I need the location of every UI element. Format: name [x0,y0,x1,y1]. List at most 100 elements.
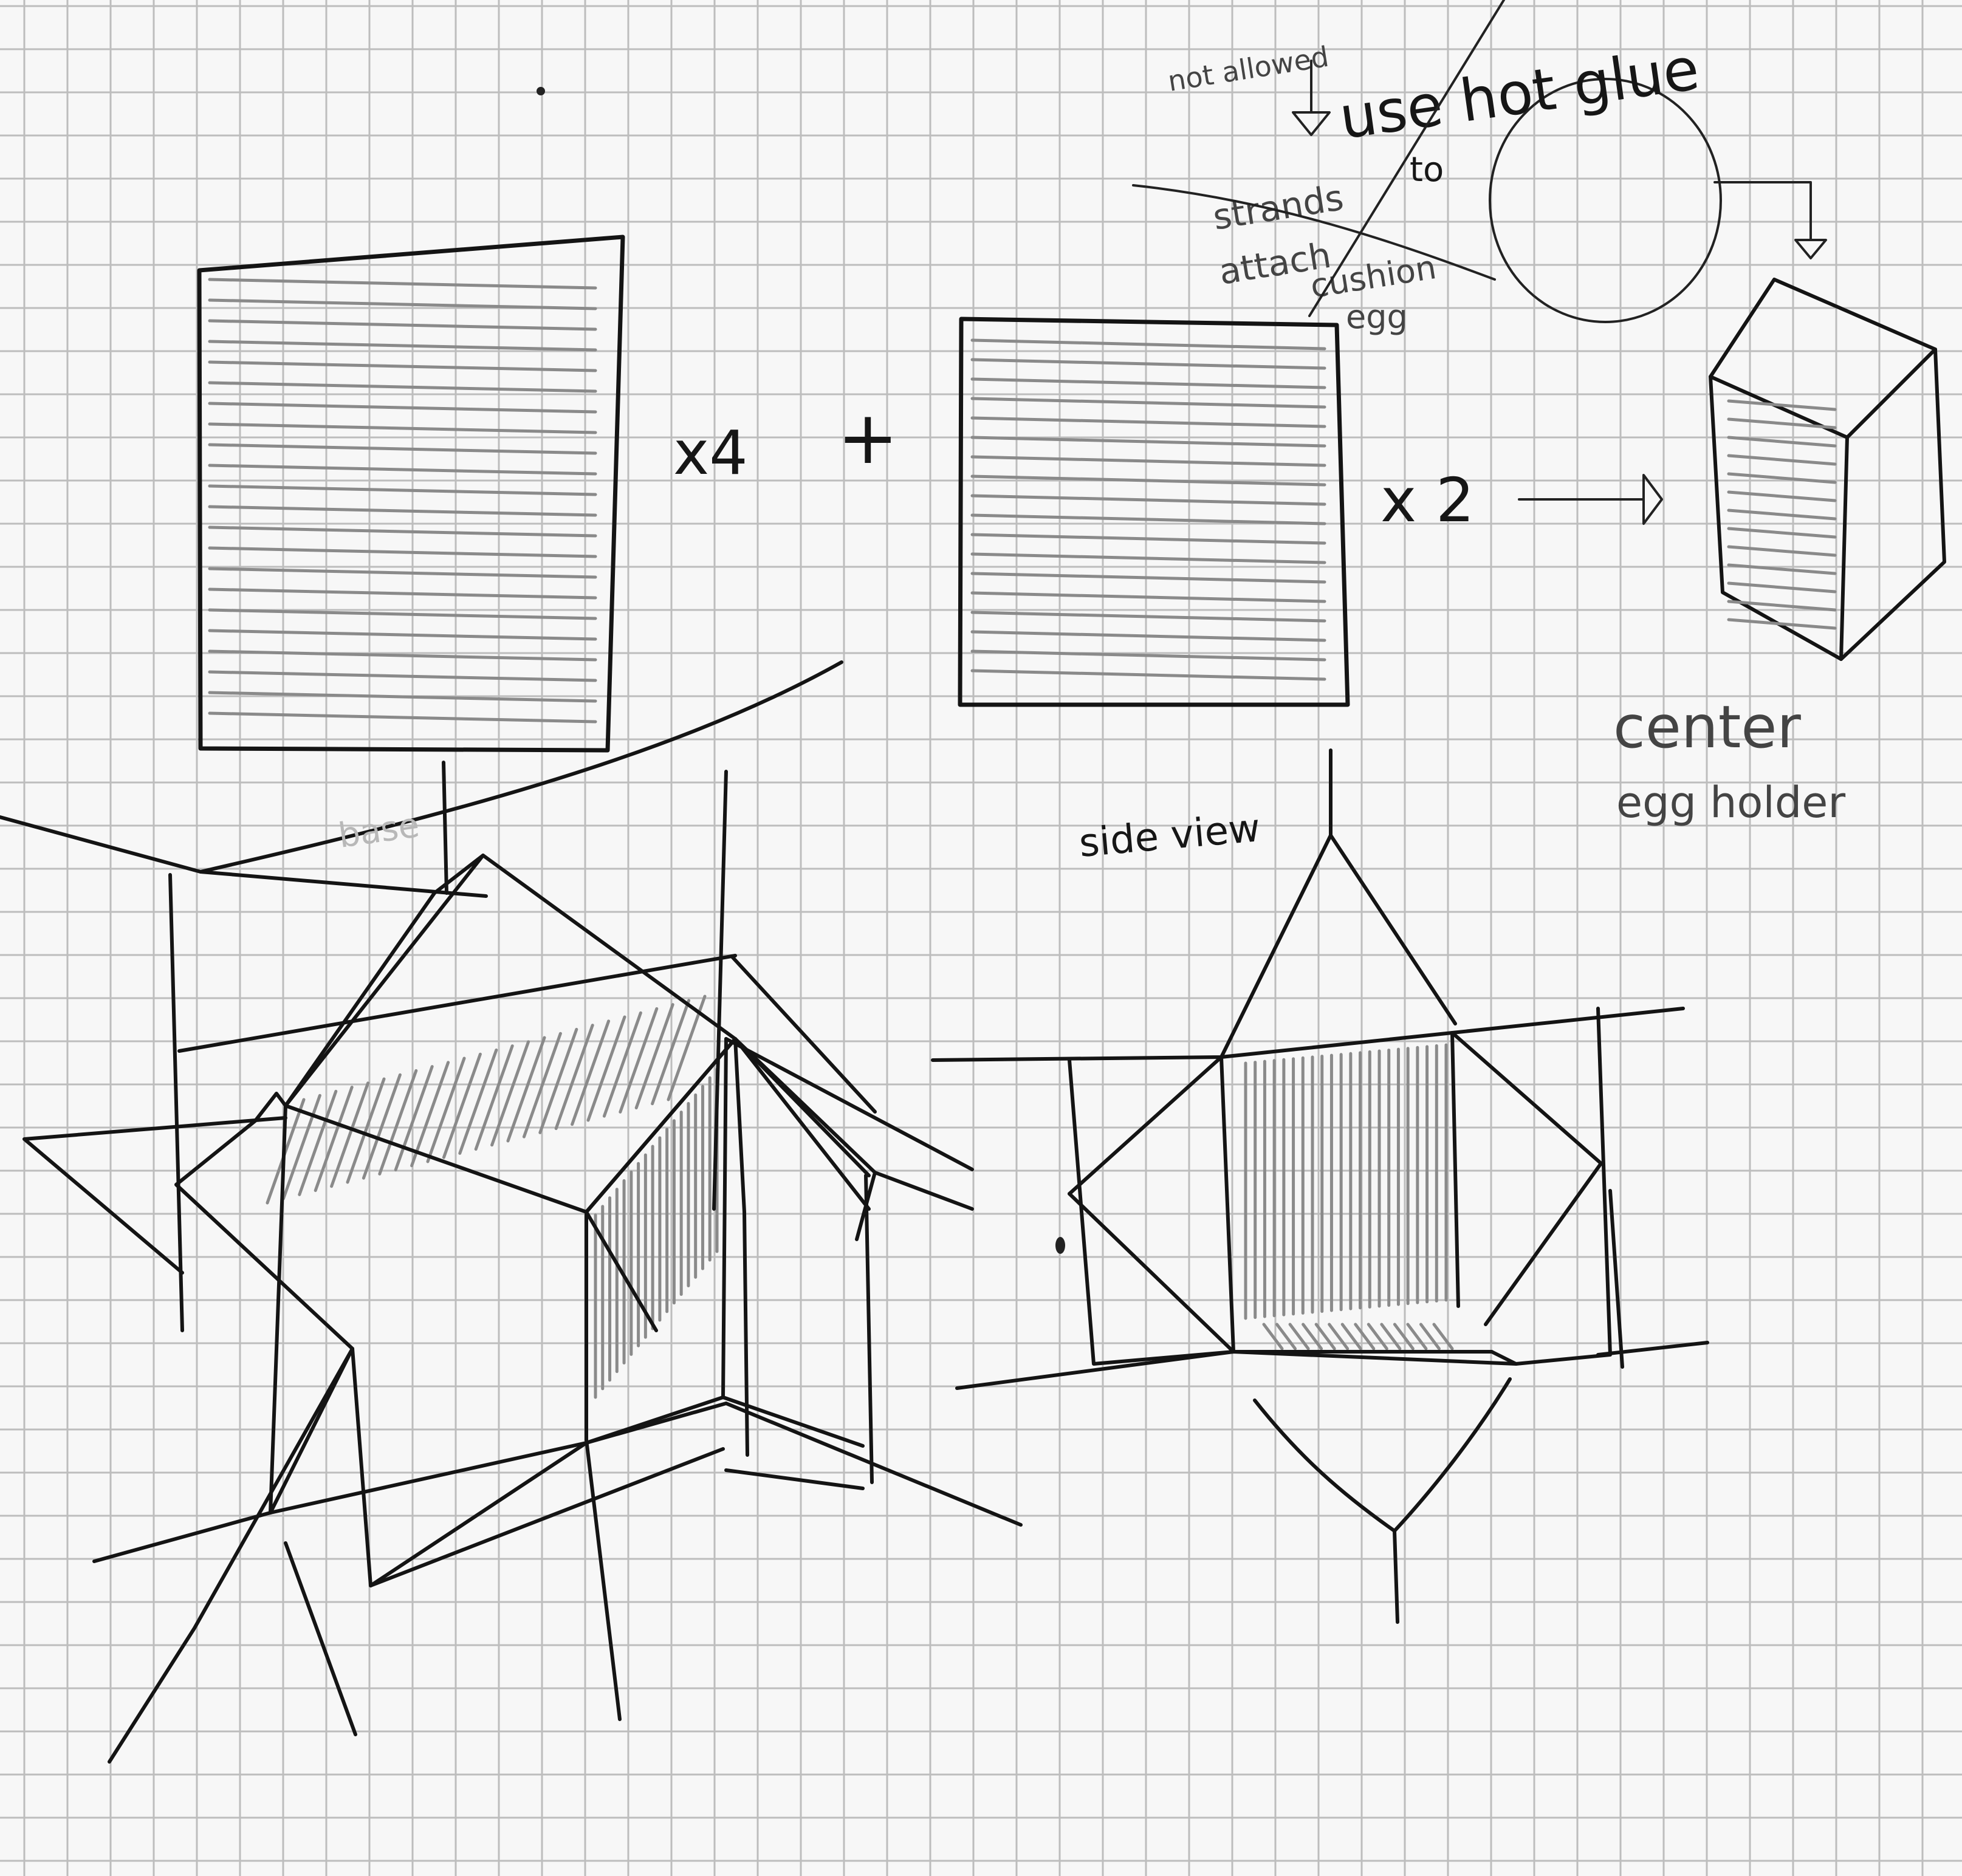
shading-stroke [634,1003,674,1110]
center-holder-shading [1727,399,1837,630]
shading-stroke [458,1048,498,1155]
shading-stroke [1727,417,1837,430]
shading-stroke [970,416,1326,428]
shading-stroke [1727,527,1837,539]
shading-stroke [330,1081,370,1188]
assembly-3d-drawing: base [0,660,1023,1764]
pen-speck [1055,1237,1065,1254]
shading-stroke [970,591,1326,603]
shading-stroke [506,1036,546,1143]
label-to: to [1410,150,1444,190]
shading-stroke [208,484,597,496]
shading-stroke [208,298,597,310]
shading-stroke [1727,490,1837,502]
shading-stroke [314,1086,354,1193]
shading-stroke [1393,1323,1415,1351]
shading-stroke [490,1040,530,1147]
shading-stroke [208,381,597,393]
shading-stroke [970,377,1326,389]
shading-stroke [602,1011,642,1118]
shading-stroke [970,397,1326,409]
shading-stroke [208,422,597,434]
shading-stroke [970,358,1326,370]
shading-stroke [522,1032,562,1138]
shading-stroke [1727,454,1837,466]
shading-stroke [619,1007,659,1114]
shading-stroke [442,1052,482,1159]
label-times-two: x 2 [1381,465,1475,536]
shading-stroke [410,1061,450,1168]
label-center: center [1613,693,1801,761]
shading-stroke [1419,1323,1441,1351]
shading-stroke [970,572,1326,584]
shading-stroke [394,1065,434,1172]
shading-stroke [1432,1323,1454,1351]
center-egg-holder-drawing [1709,278,1946,661]
pen-speck [537,87,545,95]
shading-stroke [1727,472,1837,484]
shading-stroke [1727,581,1837,594]
shading-stroke [1727,399,1837,411]
label-base: base [336,806,422,856]
shading-stroke [208,567,597,579]
shading-stroke [970,630,1326,642]
shading-stroke [208,608,597,620]
shading-stroke [208,691,597,703]
shading-stroke [1354,1323,1376,1351]
shading-stroke [970,513,1326,525]
shading-stroke [538,1027,578,1134]
shading-stroke [346,1077,386,1184]
shading-stroke [970,669,1326,681]
shading-stroke [208,587,597,600]
arrow-right-icon [1518,474,1663,525]
shading-stroke [208,649,597,662]
shading-stroke [208,278,597,290]
panel-large-shading [208,278,597,724]
shading-stroke [1727,436,1837,448]
shading-stroke [1727,563,1837,575]
shading-stroke [1262,1323,1284,1351]
shading-stroke [208,402,597,414]
shading-stroke [208,670,597,682]
shading-stroke [651,999,691,1106]
side-view-drawing: side view [931,748,1709,1624]
shading-stroke [970,533,1326,545]
shading-stroke [586,1015,626,1122]
shading-stroke [474,1044,514,1151]
shading-stroke [1406,1323,1428,1351]
shading-stroke [1380,1323,1402,1351]
shading-stroke [1288,1323,1310,1351]
shading-stroke [208,505,597,517]
shading-stroke [1727,618,1837,630]
shading-stroke [208,319,597,331]
shading-stroke [281,1094,321,1200]
arrow-down-icon [1292,60,1331,136]
shading-stroke [362,1073,402,1180]
shading-stroke [208,711,597,724]
shading-stroke [1727,600,1837,612]
shading-stroke [208,629,597,641]
label-side-view: side view [1077,806,1262,866]
shading-stroke [208,360,597,372]
label-times-four: x4 [673,417,748,488]
shading-stroke [970,436,1326,448]
shading-stroke [970,474,1326,487]
shading-stroke [1302,1323,1323,1351]
label-egg: egg [1346,298,1408,336]
shading-stroke [426,1056,466,1163]
assembly-shading [266,994,719,1399]
shading-stroke [970,338,1326,351]
shading-stroke [1314,1323,1336,1351]
arrow-down-icon [1713,181,1827,259]
shading-stroke [208,464,597,476]
shading-stroke [208,340,597,352]
label-strands: strands [1210,177,1346,238]
panel-square-shading [970,338,1326,681]
shading-stroke [1328,1323,1350,1351]
shading-stroke [208,525,597,538]
shading-stroke [208,546,597,558]
shading-stroke [1727,545,1837,557]
shading-stroke [1340,1323,1362,1351]
shading-stroke [1367,1323,1388,1351]
